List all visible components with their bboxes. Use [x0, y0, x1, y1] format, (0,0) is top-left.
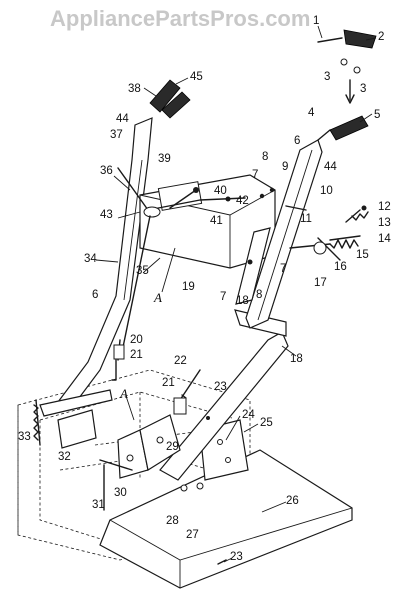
handle-bar-right	[235, 129, 331, 329]
callout-22: 22	[174, 355, 187, 367]
callout-7c: 7	[220, 291, 226, 303]
callout-1: 1	[313, 15, 319, 27]
callout-17: 17	[314, 277, 327, 289]
callout-26: 26	[286, 495, 299, 507]
callout-43: 43	[100, 209, 113, 221]
callout-44a: 44	[116, 113, 129, 125]
callout-3b: 3	[360, 83, 366, 95]
callout-3a: 3	[324, 71, 330, 83]
callout-19: 19	[182, 281, 195, 293]
callout-16: 16	[334, 261, 347, 273]
callout-11: 11	[300, 213, 312, 225]
callout-25: 25	[260, 417, 273, 429]
callout-6a: 6	[294, 135, 300, 147]
callout-12: 12	[378, 201, 391, 213]
leader-lines	[95, 25, 377, 563]
callout-40: 40	[214, 185, 227, 197]
spring-assembly	[289, 205, 369, 261]
callout-41: 41	[210, 215, 223, 227]
callout-28: 28	[166, 515, 179, 527]
callout-labels: 1 2 3 3 4 5 6 44 8 9 7 10 11 12 13 14 15…	[18, 15, 391, 563]
callout-ref-a1: A	[153, 290, 162, 305]
callout-18b: 18	[290, 353, 303, 365]
callout-35: 35	[136, 265, 149, 277]
callout-7b: 7	[280, 263, 286, 275]
callout-23b: 23	[230, 551, 243, 563]
callout-42: 42	[236, 195, 249, 207]
callout-18a: 18	[236, 295, 249, 307]
callout-33: 33	[18, 431, 31, 443]
cable-assembly	[111, 339, 201, 415]
callout-20: 20	[130, 334, 143, 346]
callout-36: 36	[100, 165, 113, 177]
callout-24: 24	[242, 409, 255, 421]
callout-13: 13	[378, 217, 391, 229]
watermark-text: AppliancePartsPros.com	[50, 6, 310, 31]
handle-bar-left	[57, 117, 153, 411]
callout-39: 39	[158, 153, 171, 165]
callout-29: 29	[166, 441, 179, 453]
handle-grips	[149, 79, 369, 141]
callout-9: 9	[282, 161, 288, 173]
callout-8b: 8	[256, 289, 262, 301]
callout-37: 37	[110, 129, 123, 141]
callout-23a: 23	[214, 381, 227, 393]
fasteners	[180, 187, 307, 565]
callout-6b: 6	[92, 289, 98, 301]
section-a-leaders	[125, 247, 176, 421]
lower-link-left	[33, 389, 113, 449]
callout-21a: 21	[130, 349, 143, 361]
callout-10: 10	[320, 185, 333, 197]
callout-4: 4	[308, 107, 315, 119]
callout-7a: 7	[252, 169, 258, 181]
callout-15: 15	[356, 249, 369, 261]
callout-34: 34	[84, 253, 97, 265]
callout-2: 2	[378, 31, 384, 43]
callout-21b: 21	[162, 377, 175, 389]
callout-38: 38	[128, 83, 141, 95]
callout-44b: 44	[324, 161, 337, 173]
callout-30: 30	[114, 487, 127, 499]
callout-27: 27	[186, 529, 199, 541]
top-lever	[317, 29, 377, 104]
callout-45: 45	[190, 71, 203, 83]
callout-31: 31	[92, 499, 105, 511]
callout-5: 5	[374, 109, 380, 121]
bottom-plate	[99, 449, 353, 589]
callout-32: 32	[58, 451, 71, 463]
control-rod	[117, 167, 246, 353]
callout-8a: 8	[262, 151, 268, 163]
callout-14: 14	[378, 233, 391, 245]
callout-ref-a2: A	[119, 386, 128, 401]
center-bracket	[99, 414, 181, 511]
